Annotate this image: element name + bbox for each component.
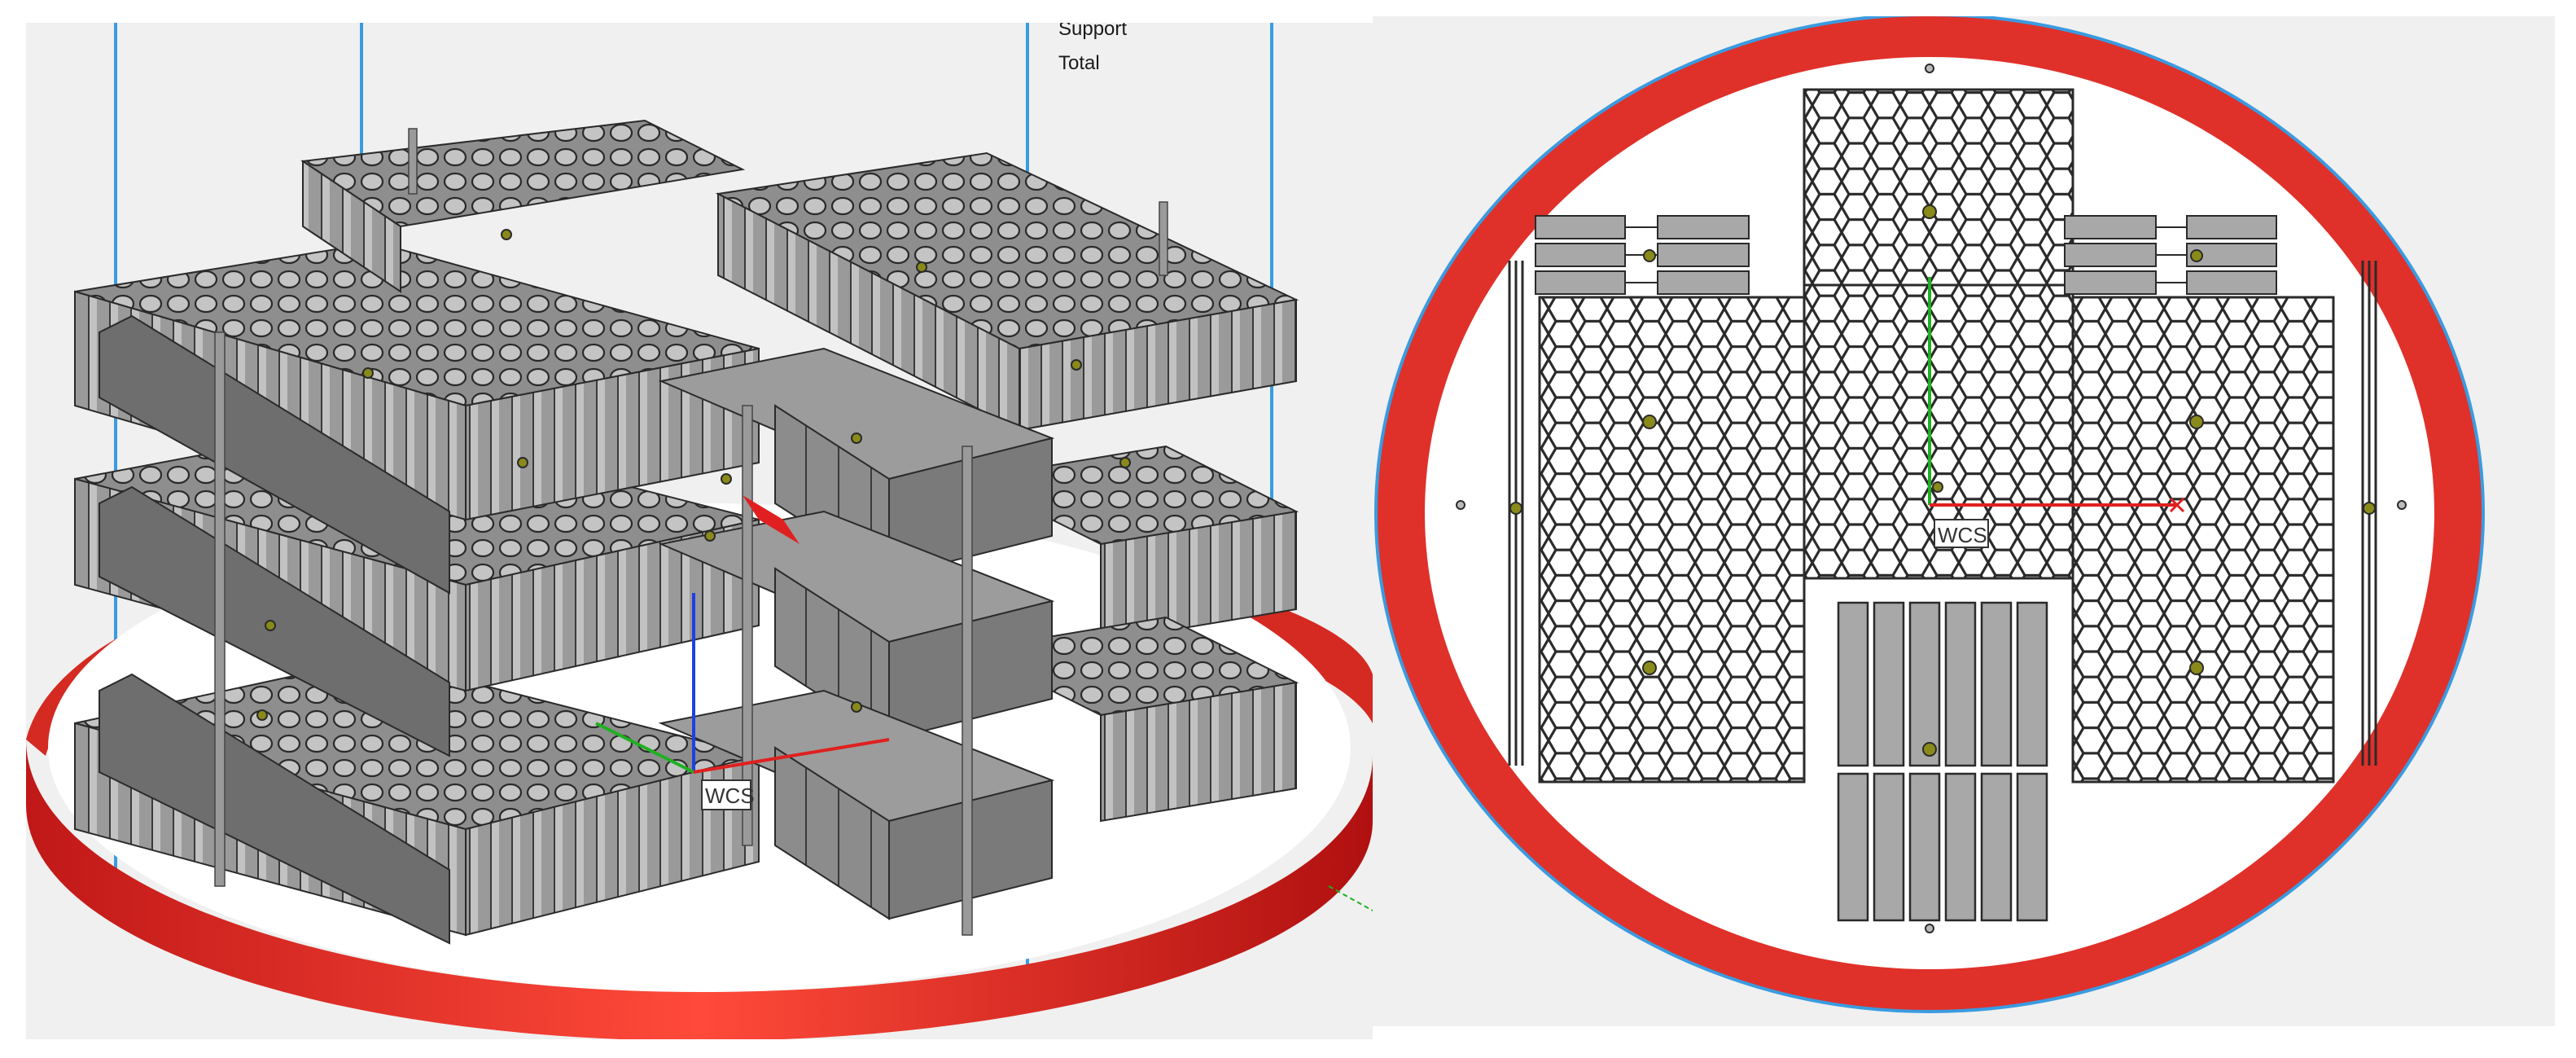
- origin-marker: [743, 495, 800, 544]
- wcs-label-top: WCS: [1938, 523, 1987, 547]
- build-ring-front: [26, 740, 1373, 1039]
- isometric-scene[interactable]: WCS: [26, 23, 1373, 1039]
- wcs-label-box: [701, 779, 751, 810]
- support-markers: [256, 229, 1131, 721]
- slab-columns-bottom[interactable]: [1837, 601, 2048, 922]
- legend-support-label: Support: [1058, 23, 1128, 40]
- support-pins: [214, 128, 1168, 936]
- legend-total-label: Total: [1058, 52, 1100, 74]
- wcs-label-box-top: [1934, 519, 1989, 548]
- isometric-build-view[interactable]: Support Total: [26, 23, 1373, 1039]
- tab-bars-top-left[interactable]: [1535, 215, 1750, 295]
- axis-hint: [1328, 885, 1373, 911]
- wcs-axes-top: [1928, 277, 2185, 513]
- wcs-axes-3d: [595, 593, 890, 774]
- top-down-layout-view[interactable]: WCS: [1373, 16, 2555, 1026]
- top-down-scene[interactable]: WCS: [1373, 16, 2555, 1026]
- support-markers-top: [1509, 204, 2376, 757]
- tab-bars-top-right[interactable]: [2064, 215, 2277, 295]
- fiducial-dots: [1456, 64, 2407, 933]
- wcs-label-3d: WCS: [705, 784, 755, 808]
- side-plates-left[interactable]: [99, 314, 450, 945]
